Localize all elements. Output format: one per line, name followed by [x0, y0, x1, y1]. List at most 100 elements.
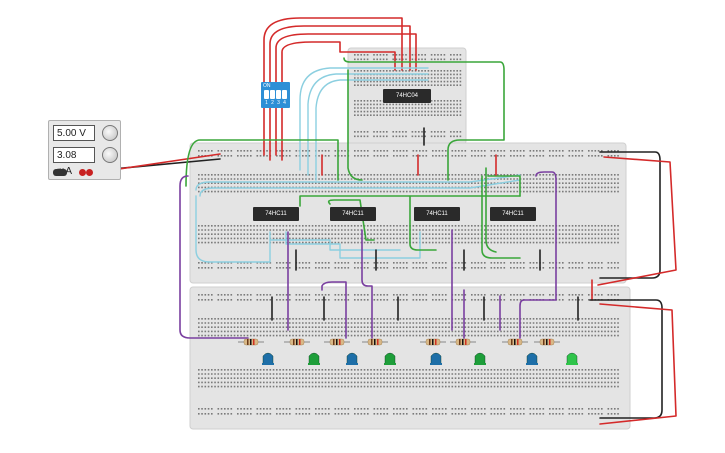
- chip-74hc11-3[interactable]: 74HC11: [414, 207, 460, 221]
- chip-74hc11-2[interactable]: 74HC11: [330, 207, 376, 221]
- current-knob[interactable]: [102, 147, 118, 163]
- resistor-band-7-1: [511, 339, 513, 345]
- wire-purple-4: [361, 229, 373, 339]
- breadboard-bottom-holes-lower: [198, 369, 619, 388]
- power-supply[interactable]: 5.00 V 3.08 mA: [48, 120, 121, 180]
- led-5: [430, 352, 442, 365]
- wire-red-dip-4: [281, 41, 396, 161]
- wire-lb-1: [299, 67, 429, 171]
- voltage-readout: 5.00 V: [53, 125, 95, 141]
- resistor-band-2-2: [296, 339, 298, 345]
- resistor-band-8-1: [543, 339, 545, 345]
- led-base-6: [474, 363, 486, 365]
- wire-green-3: [185, 139, 339, 187]
- negative-terminal[interactable]: [53, 169, 67, 176]
- resistor-band-6-1: [459, 339, 461, 345]
- dip-num-4: 4: [283, 100, 286, 106]
- resistor-band-8-3: [549, 339, 551, 345]
- dip-num-2: 2: [271, 100, 274, 106]
- breadboard-bottom: [189, 286, 631, 430]
- voltage-knob[interactable]: [102, 125, 118, 141]
- resistor-band-3-1: [333, 339, 335, 345]
- wire-green-7: [481, 175, 521, 259]
- resistor-band-1-1: [247, 339, 249, 345]
- psu-terminals: [53, 169, 93, 177]
- wire-green-6: [409, 195, 437, 251]
- resistor-band-4-2: [374, 339, 376, 345]
- dip-on-label: ON: [263, 83, 271, 89]
- wire-lb-6: [195, 195, 271, 263]
- resistor-band-2-3: [299, 339, 301, 345]
- resistor-band-4-1: [371, 339, 373, 345]
- breadboard-middle-holes-lower: [198, 225, 619, 244]
- dip-num-3: 3: [277, 100, 280, 106]
- resistor-band-1-3: [253, 339, 255, 345]
- wire-red-right-1: [597, 156, 677, 286]
- wire-lb-3: [315, 79, 429, 181]
- resistor-band-2-1: [293, 339, 295, 345]
- chip-74hc11-4[interactable]: 74HC11: [490, 207, 536, 221]
- resistor-band-4-3: [377, 339, 379, 345]
- led-3: [346, 352, 358, 365]
- wire-lb-5: [199, 179, 521, 197]
- led-4: [384, 352, 396, 365]
- dip-switch-3[interactable]: [276, 90, 281, 99]
- dip-switch-2[interactable]: [270, 90, 275, 99]
- led-base-4: [384, 363, 396, 365]
- led-2: [308, 352, 320, 365]
- wire-red-dip-1: [263, 17, 403, 156]
- resistor-band-3-2: [336, 339, 338, 345]
- resistor-band-6-2: [462, 339, 464, 345]
- led-base-5: [430, 363, 442, 365]
- wire-green-1: [347, 69, 363, 181]
- wire-purple-7: [519, 171, 557, 339]
- wire-lb-2: [307, 73, 429, 176]
- led-6: [474, 352, 486, 365]
- wire-red-dip-3: [275, 33, 417, 156]
- led-base-7: [526, 363, 538, 365]
- current-readout: 3.08 mA: [53, 147, 95, 177]
- led-base-1: [262, 363, 274, 365]
- dip-num-1: 1: [265, 100, 268, 106]
- led-base-3: [346, 363, 358, 365]
- dip-switch-4[interactable]: [282, 90, 287, 99]
- resistor-band-5-2: [432, 339, 434, 345]
- breadboard-small-holes-lower: [354, 100, 462, 116]
- breadboard-middle: [189, 142, 627, 284]
- dip-switch[interactable]: ON 1 2 3 4: [261, 82, 290, 108]
- breadboard-bottom-holes-upper: [198, 318, 619, 337]
- led-8: [566, 352, 578, 365]
- led-base-8: [566, 363, 578, 365]
- wire-purple-1: [179, 175, 249, 339]
- led-7: [526, 352, 538, 365]
- resistor-band-7-3: [517, 339, 519, 345]
- wire-green-2: [343, 57, 505, 181]
- led-1: [262, 352, 274, 365]
- wire-lb-4: [195, 174, 521, 191]
- resistor-band-3-3: [339, 339, 341, 345]
- chip-74hc04[interactable]: 74HC04: [383, 89, 431, 103]
- positive-terminal-2[interactable]: [86, 169, 93, 176]
- positive-terminal[interactable]: [79, 169, 86, 176]
- wire-lb-8: [285, 231, 421, 259]
- led-base-2: [308, 363, 320, 365]
- wire-green-9: [485, 167, 497, 253]
- wire-green-8: [487, 175, 521, 197]
- dip-switch-1[interactable]: [264, 90, 269, 99]
- wire-black-right-1: [599, 151, 661, 279]
- wire-purple-3: [321, 281, 347, 339]
- wire-red-right-2: [599, 303, 677, 425]
- resistor-band-7-2: [514, 339, 516, 345]
- chip-74hc11-1[interactable]: 74HC11: [253, 207, 299, 221]
- resistor-band-8-2: [546, 339, 548, 345]
- wire-lb-7: [269, 239, 401, 251]
- resistor-band-5-3: [435, 339, 437, 345]
- wire-green-5: [327, 199, 375, 241]
- breadboard-small-rail-top: [354, 54, 462, 61]
- resistor-band-6-3: [465, 339, 467, 345]
- breadboard-small-rail-bottom: [354, 131, 462, 138]
- wire-red-dip-2: [269, 25, 411, 161]
- resistor-band-5-1: [429, 339, 431, 345]
- resistor-band-1-2: [250, 339, 252, 345]
